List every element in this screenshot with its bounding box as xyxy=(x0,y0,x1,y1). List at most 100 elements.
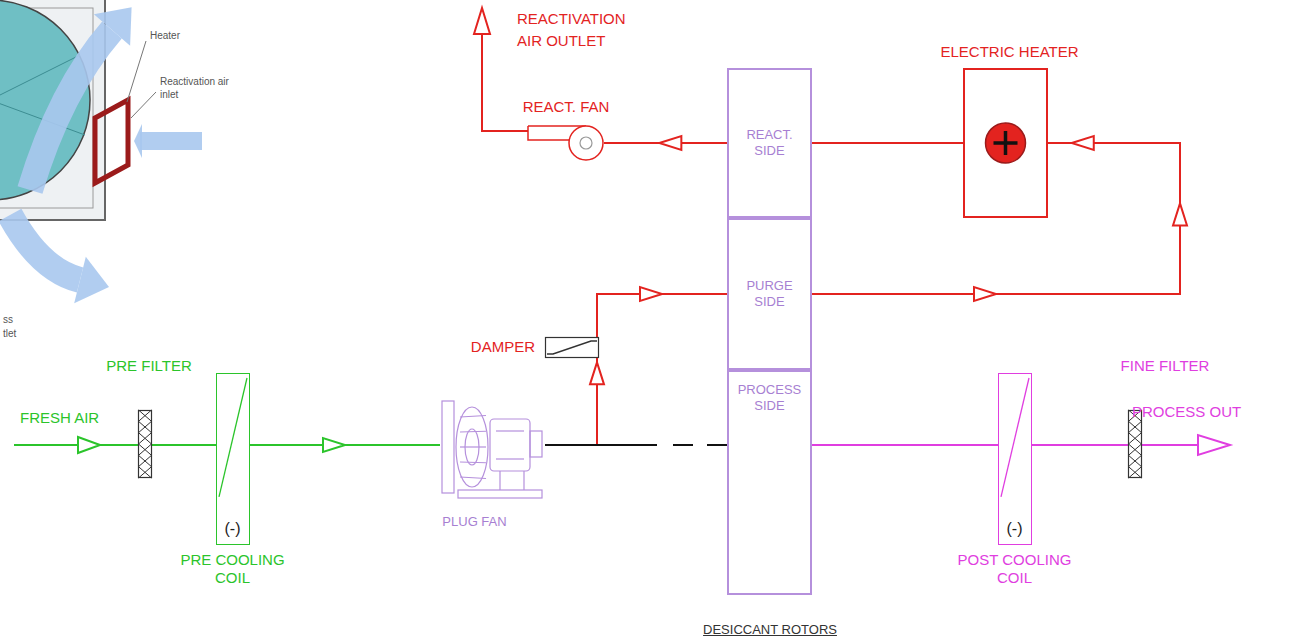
filter-media xyxy=(139,410,152,478)
filter-media xyxy=(139,410,152,478)
component-symbol xyxy=(963,68,1048,218)
duct-line xyxy=(14,444,138,446)
component-symbol xyxy=(1128,410,1142,478)
filter-frame xyxy=(139,411,152,478)
illustration-label: Heater xyxy=(150,30,180,43)
duct-connector xyxy=(1032,445,1128,446)
illustration-label: Reactivation air inlet xyxy=(160,76,238,101)
heater-plus-symbol xyxy=(994,131,1018,155)
leader-line xyxy=(131,92,156,118)
fan-hub xyxy=(580,137,592,149)
component-label: ELECTRIC HEATER xyxy=(940,43,1078,62)
purge-connector xyxy=(597,287,727,337)
fan-casing xyxy=(569,126,603,160)
connector-line xyxy=(545,444,727,446)
airflow-arrow xyxy=(140,132,202,150)
connector-line xyxy=(152,444,216,446)
damper-blade xyxy=(547,341,597,354)
rotor-section-label: PURGE SIDE xyxy=(733,278,806,311)
rotor-purge-side: PURGE SIDE xyxy=(727,218,812,370)
connector-line xyxy=(812,444,998,446)
duct-connector xyxy=(545,445,727,446)
component-label: DAMPER xyxy=(471,338,535,357)
reactivation-connector xyxy=(604,136,727,150)
component-label: REACT. FAN xyxy=(523,98,610,117)
pre-cooling-coil: (-)PRE COOLING COIL xyxy=(216,373,250,545)
coil-diagonal xyxy=(219,378,247,497)
arrow-head xyxy=(474,8,490,34)
connector-line xyxy=(1032,444,1128,446)
arrow-head xyxy=(1072,136,1094,150)
coil-sign: (-) xyxy=(1007,519,1023,539)
plug-fan-symbol xyxy=(442,401,542,498)
duct-line xyxy=(1142,444,1200,446)
connector-line xyxy=(545,358,597,445)
arrow-head xyxy=(1173,203,1187,225)
airflow-label: PROCESS OUT xyxy=(1132,403,1241,422)
airflow-label: FRESH AIR xyxy=(20,409,99,428)
component-symbol xyxy=(528,122,604,164)
airflow-arrow-head xyxy=(74,257,109,304)
airflow-label: REACTIVATION AIR OUTLET xyxy=(517,8,637,52)
arrow-head xyxy=(659,136,681,150)
pre-filter: PRE FILTER xyxy=(138,410,152,478)
duct-connector xyxy=(812,445,998,446)
post-cooling-coil: (-)POST COOLING COIL xyxy=(998,373,1032,545)
component-label: PLUG FAN xyxy=(442,514,506,530)
plug-fan: PLUG FAN xyxy=(440,395,545,500)
component-label: FINE FILTER xyxy=(1121,357,1210,376)
arrow-head xyxy=(974,287,996,301)
duct-connector xyxy=(152,445,216,446)
electric-heater: ELECTRIC HEATER xyxy=(963,68,1048,218)
fan-duct xyxy=(528,126,570,140)
arrow-head xyxy=(640,287,662,301)
filter-media xyxy=(1129,410,1142,478)
rotor-process-side: PROCESS SIDE xyxy=(727,370,812,595)
process-out-arrow xyxy=(1142,435,1230,455)
fine-filter: FINE FILTER xyxy=(1128,410,1142,478)
connector-line xyxy=(597,294,727,337)
airflow-arrow-head xyxy=(94,7,132,45)
coil-diagonal xyxy=(1001,378,1029,497)
coil-sign: (-) xyxy=(225,519,241,539)
component-symbol xyxy=(545,337,599,358)
component-symbol xyxy=(138,410,152,478)
rotor-section-label: PROCESS SIDE xyxy=(733,382,806,415)
component-label: PRE FILTER xyxy=(106,357,192,376)
component-symbol xyxy=(998,373,1032,545)
arrow-head xyxy=(78,437,100,453)
component-symbol xyxy=(440,395,545,500)
component-label: PRE COOLING COIL xyxy=(173,551,293,589)
rotor-section-label: REACT. SIDE xyxy=(733,127,806,160)
illustration-label: tlet xyxy=(3,328,16,341)
desiccant-wheel-illustration xyxy=(0,0,202,303)
arrow-head xyxy=(590,362,604,384)
fresh-air-inlet-arrow xyxy=(14,437,138,453)
filter-media xyxy=(1129,410,1142,478)
airflow-arrow-head xyxy=(134,124,142,158)
component-label: POST COOLING COIL xyxy=(952,551,1077,589)
rotor-react-side: REACT. SIDE xyxy=(727,68,812,218)
damper: DAMPER xyxy=(545,337,599,358)
component-symbol xyxy=(216,373,250,545)
arrow-head xyxy=(1198,435,1230,455)
damper-frame xyxy=(546,338,599,358)
heater-element xyxy=(986,123,1026,163)
arrow-head xyxy=(323,438,345,452)
airflow-arrow xyxy=(30,30,112,190)
reactivation-connector xyxy=(812,143,963,144)
illustration-label: ss xyxy=(3,314,13,327)
reactivation-fan: REACT. FAN xyxy=(528,122,604,164)
filter-frame xyxy=(1129,411,1142,478)
heater-frame xyxy=(95,100,128,183)
group-caption: DESICCANT ROTORS xyxy=(703,622,837,638)
duct-connector xyxy=(250,438,440,452)
fan-duct xyxy=(528,125,586,127)
leader-line xyxy=(127,41,146,102)
connector-line xyxy=(812,142,963,144)
bypass-connector xyxy=(545,358,604,445)
